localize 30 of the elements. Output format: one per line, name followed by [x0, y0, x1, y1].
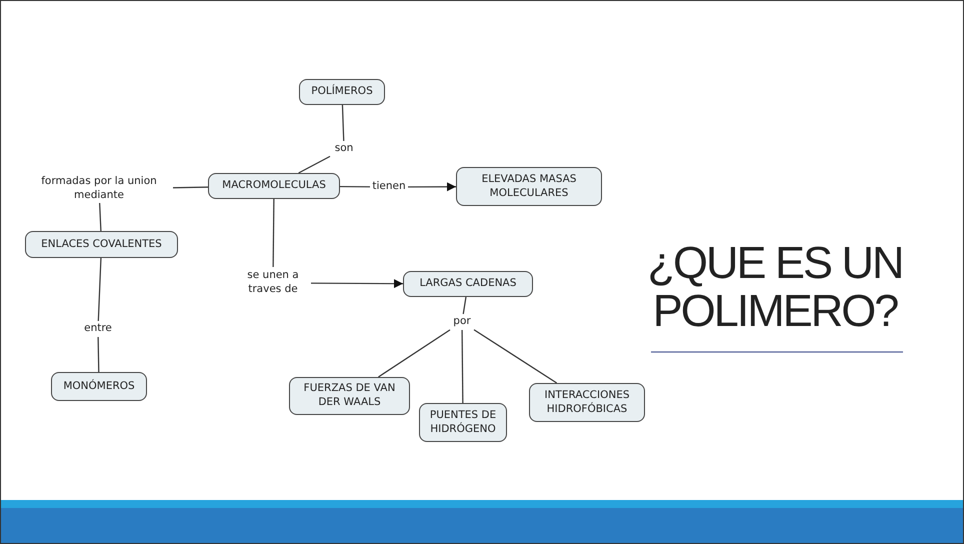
concept-box: MONÓMEROS: [51, 372, 147, 401]
connector-line: [98, 258, 102, 322]
connector-line: [99, 202, 102, 232]
connector-line: [342, 104, 344, 142]
linking-phrase: formadas por la union mediante: [25, 175, 173, 203]
concept-box: ENLACES COVALENTES: [25, 231, 178, 258]
linking-phrase: entre: [80, 321, 116, 337]
connector-line: [98, 336, 100, 372]
connector-line: [378, 329, 450, 378]
concept-box: ELEVADAS MASAS MOLECULARES: [456, 167, 602, 206]
connector-line: [172, 186, 208, 188]
connector-line: [340, 186, 370, 188]
concept-box: PUENTES DE HIDRÓGENO: [419, 403, 507, 442]
slide-title: ¿QUE ES UN POLIMERO?: [646, 239, 904, 335]
connector-line: [298, 156, 330, 174]
connector-line: [461, 330, 464, 403]
connector-line: [462, 296, 467, 314]
linking-phrase: por: [450, 314, 474, 330]
concept-box: POLÍMEROS: [299, 79, 385, 105]
arrow: [311, 279, 403, 288]
linking-phrase: se unen a traves de: [235, 267, 311, 299]
concept-box: MACROMOLECULAS: [208, 173, 340, 199]
concept-box: INTERACCIONES HIDROFÓBICAS: [529, 383, 645, 422]
concept-box: LARGAS CADENAS: [403, 271, 533, 297]
arrow: [408, 182, 456, 192]
linking-phrase: son: [330, 141, 358, 157]
concept-box: FUERZAS DE VAN DER WAALS: [289, 377, 410, 415]
connector-line: [272, 199, 274, 267]
linking-phrase: tienen: [370, 179, 408, 195]
connector-line: [474, 329, 558, 384]
